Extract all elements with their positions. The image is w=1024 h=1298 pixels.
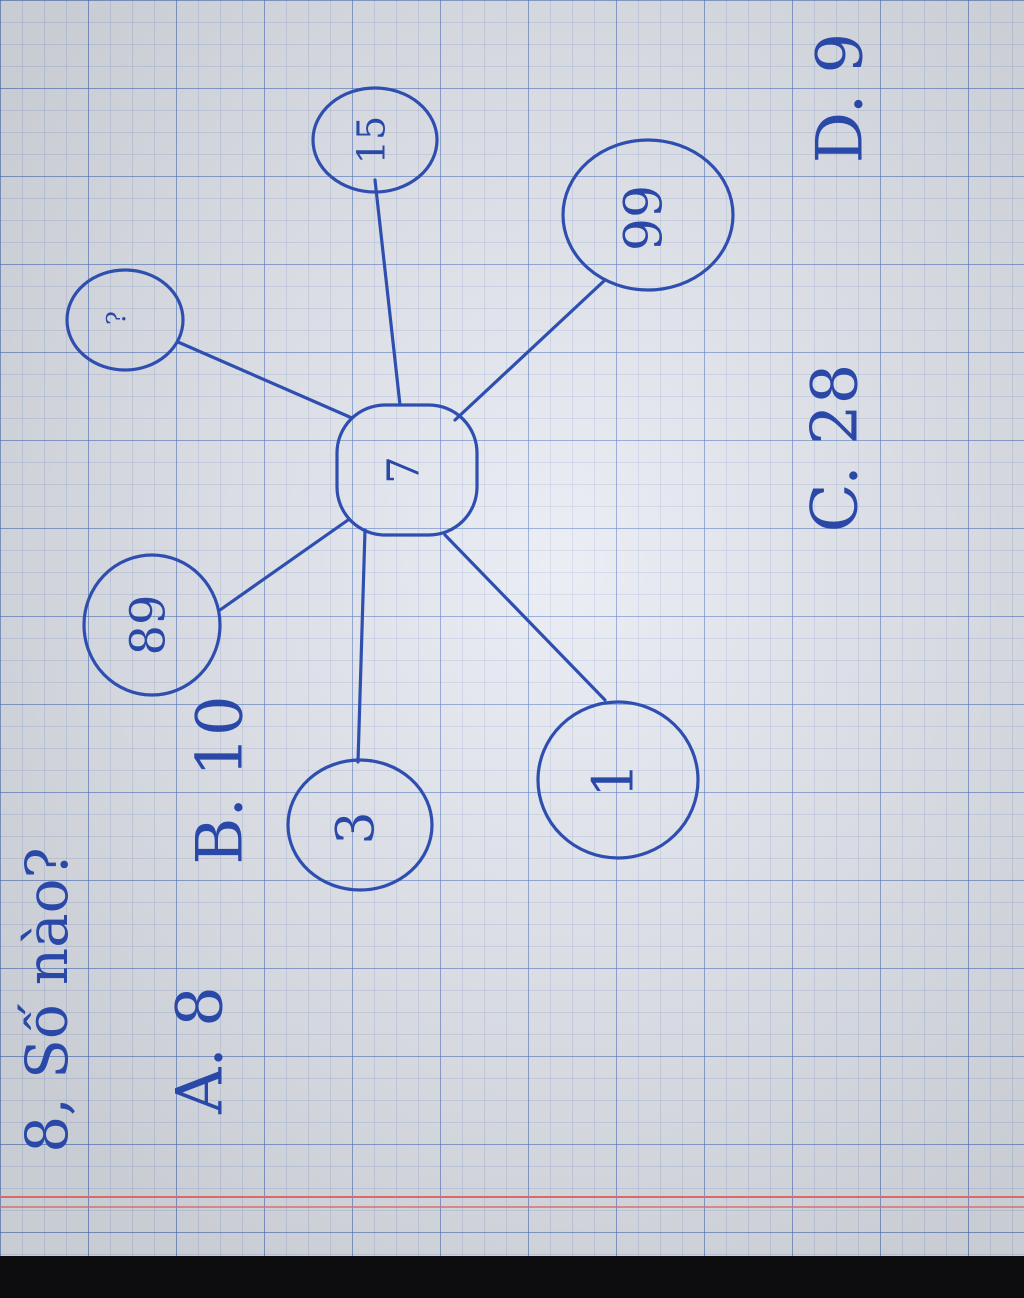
node-value-right: 99 — [615, 185, 675, 251]
node-3: 3 — [286, 758, 434, 892]
spoke-bottom-right — [443, 533, 607, 702]
option-b: B. 10 — [184, 695, 258, 864]
margin-line — [0, 1196, 1024, 1198]
node-value-bottom: 3 — [327, 811, 387, 844]
spoke-top-left — [176, 340, 354, 420]
node-value-bottom-right: 1 — [582, 762, 647, 798]
node-1: 1 — [536, 700, 700, 860]
spoke-top-right — [373, 178, 402, 407]
spoke-bottom — [356, 528, 367, 764]
node-value-top-left: ? — [102, 311, 132, 325]
spoke-left — [218, 518, 350, 612]
option-d: D. 9 — [804, 33, 878, 163]
node-99: 99 — [561, 138, 735, 292]
node-15: 15 — [311, 86, 439, 194]
node-unknown: ? — [65, 268, 185, 372]
node-value-left: 89 — [121, 594, 177, 655]
dark-background-edge — [0, 1256, 1024, 1298]
center-node: 7 — [335, 403, 479, 537]
margin-line — [0, 1206, 1024, 1208]
handwritten-diagram: 7 ? 15 99 1 3 89 8, Số nào? A. 8 B. 10 C… — [13, 33, 878, 1153]
spoke-right — [453, 278, 607, 422]
question-text: 8, Số nào? — [13, 847, 81, 1152]
option-c: C. 28 — [799, 364, 873, 533]
center-value: 7 — [379, 456, 430, 484]
option-a: A. 8 — [164, 986, 238, 1115]
node-value-top-right: 15 — [350, 116, 394, 164]
node-89: 89 — [82, 553, 222, 697]
